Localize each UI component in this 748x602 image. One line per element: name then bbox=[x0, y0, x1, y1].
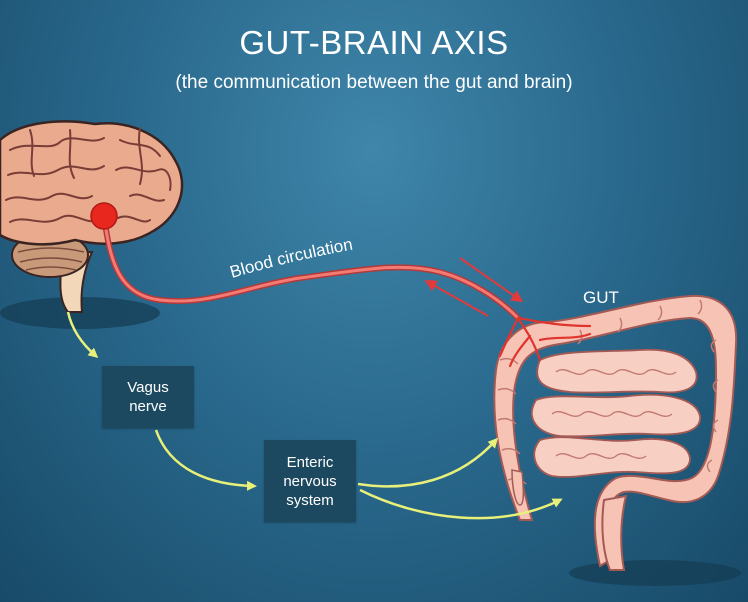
page-subtitle: (the communication between the gut and b… bbox=[175, 72, 573, 93]
gut-shadow bbox=[569, 560, 741, 586]
vagus-nerve-box: Vagus nerve bbox=[102, 366, 194, 428]
enteric-nervous-system-box: Enteric nervous system bbox=[264, 440, 356, 522]
arrow-vagus-to-enteric bbox=[154, 429, 257, 491]
blood-vessel bbox=[101, 213, 521, 321]
gut-label: GUT bbox=[583, 288, 619, 307]
brain-hub-dot bbox=[90, 202, 118, 230]
arrow-brain-to-vagus bbox=[66, 311, 99, 358]
blood-arrow-to-gut bbox=[459, 257, 524, 303]
arrow-enteric-to-gut-upper bbox=[357, 437, 499, 488]
enteric-nervous-system-label: Enteric nervous system bbox=[283, 453, 337, 509]
page-title: GUT-BRAIN AXIS bbox=[239, 24, 509, 61]
blood-arrow-to-brain bbox=[424, 280, 489, 317]
brain bbox=[0, 120, 184, 246]
arrow-enteric-to-gut-lower bbox=[359, 488, 563, 520]
gut bbox=[493, 294, 738, 571]
vagus-nerve-label: Vagus nerve bbox=[127, 379, 169, 415]
